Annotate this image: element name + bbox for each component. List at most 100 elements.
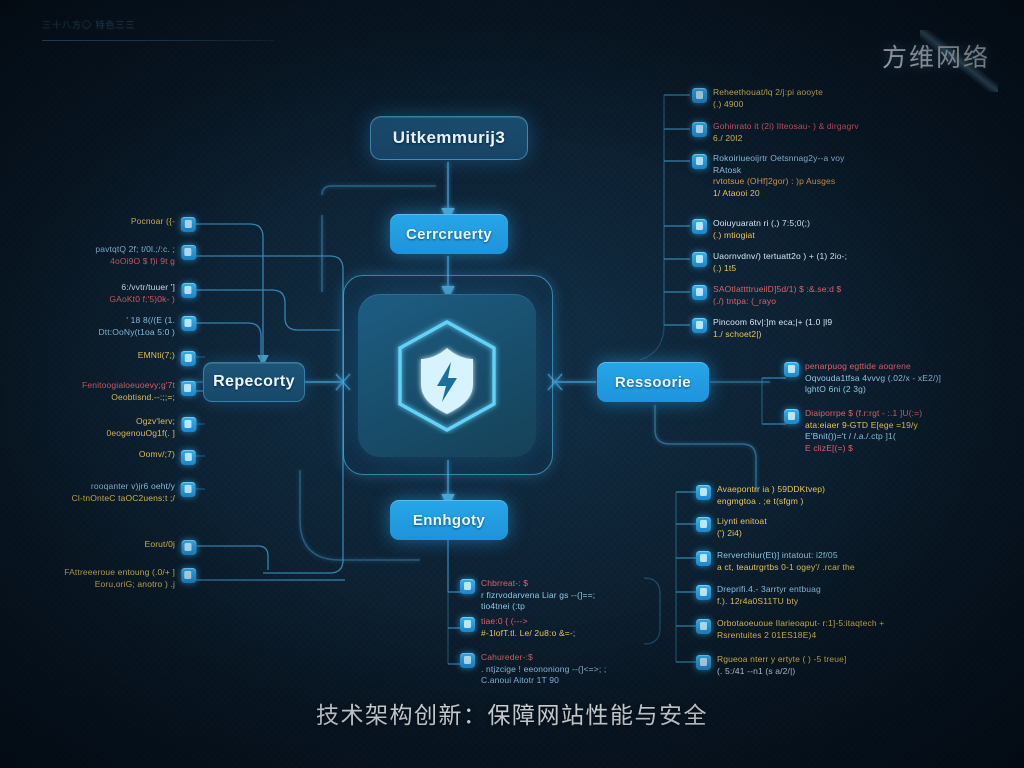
leaf-item[interactable]: Ooiuyuaratn ri (,) 7:5;0(;)(.) mtiogiat — [692, 218, 810, 241]
leaf-line: a ct, teautrgrtbs 0-1 ogey'/ .rcar the — [717, 561, 855, 572]
leaf-badge-icon — [181, 450, 196, 465]
leaf-item[interactable]: pavtqtQ 2f; t/0l.;/:c. ;4oOi9O $ f)i 9t … — [95, 244, 196, 267]
leaf-line: GAoKt0 f;'5)0k- ) — [109, 293, 175, 304]
leaf-text: ' 18 8(/(E (1.Dtt:OoNy(t1oa 5:0 ) — [98, 315, 175, 338]
leaf-badge-icon — [181, 351, 196, 366]
leaf-badge-icon — [181, 417, 196, 432]
leaf-text: Ogzv'lerv;0eogenouOg1f(. ] — [106, 416, 175, 439]
leaf-item[interactable]: Rgueoa nterr y ertyte ( ) -5 treue](. 5:… — [696, 654, 847, 677]
leaf-line: Ogzv'lerv; — [135, 416, 175, 426]
leaf-item[interactable]: Chbrreat-: $r fizrvodarvena Liar gs --(]… — [460, 578, 595, 613]
node-right[interactable]: Ressoorie — [597, 362, 709, 402]
leaf-text: Chbrreat-: $r fizrvodarvena Liar gs --(]… — [481, 578, 595, 613]
leaf-badge-icon — [181, 540, 196, 555]
leaf-line: Ooiuyuaratn ri (,) 7:5;0(;) — [713, 218, 811, 228]
leaf-line: Rokoiriueoijrtr Oetsnnag2y--a voy — [713, 153, 845, 163]
leaf-line: Cahureder-:$ — [481, 652, 533, 662]
node-bottom[interactable]: Ennhgoty — [390, 500, 508, 540]
leaf-badge-icon — [696, 551, 711, 566]
leaf-badge-icon — [696, 485, 711, 500]
leaf-item[interactable]: Orbotaoeuoue Ilarieoaput- r:1]-5:itaqtec… — [696, 618, 884, 641]
leaf-line: penarpuog egttide aoqrene — [805, 361, 911, 371]
shield-bolt-hexagon-icon — [398, 320, 496, 432]
leaf-line: rvtotsue (OHf]2gor) : )p Ausges — [713, 176, 836, 186]
leaf-line: Rerverchiur(Et)] intatout: i2f/05 — [717, 550, 838, 560]
leaf-badge-icon — [692, 318, 707, 333]
leaf-item[interactable]: Eorut/0j — [144, 539, 196, 555]
leaf-badge-icon — [692, 154, 707, 169]
leaf-badge-icon — [460, 617, 475, 632]
leaf-line: Cl-tnOnteC taOC2uens:t ;/ — [71, 492, 175, 503]
leaf-line: Oqvouda1tfsa 4vvvg (.02/x - xE2/)] — [805, 372, 941, 383]
leaf-badge-icon — [181, 217, 196, 232]
leaf-line: 1./ schoet2|) — [713, 328, 762, 339]
leaf-line: Oeobtisnd.--:;;=; — [111, 391, 175, 402]
leaf-text: Pocnoar ({- — [131, 216, 175, 228]
leaf-line: FAttreeeroue entoung (.0/+ ] — [64, 567, 175, 577]
leaf-item[interactable]: ' 18 8(/(E (1.Dtt:OoNy(t1oa 5:0 ) — [98, 315, 196, 338]
leaf-text: tiae:0 { (--->#-1lofT.tl. Le/ 2u8:o &=-; — [481, 616, 575, 639]
leaf-text: Orbotaoeuoue Ilarieoaput- r:1]-5:itaqtec… — [717, 618, 884, 641]
leaf-badge-icon — [784, 409, 799, 424]
leaf-text: Cahureder-:$. ntjzcige ! eeononiong --(]… — [481, 652, 606, 687]
leaf-item[interactable]: Uaornvdnv/) tertuatt2o ) + (1) 2io-;(.) … — [692, 251, 847, 274]
leaf-item[interactable]: Pocnoar ({- — [131, 216, 196, 232]
leaf-badge-icon — [181, 482, 196, 497]
leaf-line: ' 18 8(/(E (1. — [126, 315, 175, 325]
leaf-line: (.) 1t5 — [713, 262, 737, 273]
leaf-item[interactable]: 6:/vvtr/tuuer ']GAoKt0 f;'5)0k- ) — [109, 282, 196, 305]
node-left-label: Repecorty — [213, 373, 295, 390]
node-upper[interactable]: Cerrcruerty — [390, 214, 508, 254]
leaf-item[interactable]: Gohinrato it (2i) Ilteosau- ) & dirgagrv… — [692, 121, 859, 144]
leaf-badge-icon — [692, 285, 707, 300]
leaf-line: r fizrvodarvena Liar gs --(]==; — [481, 589, 596, 600]
leaf-item[interactable]: Diaiporrpe $ (f.r:rgt - :.1 ]U(:=)ata:ei… — [784, 408, 922, 454]
leaf-line: Oomv/;7) — [138, 449, 175, 459]
leaf-item[interactable]: Liynti enitoat(') 2i4) — [696, 516, 767, 539]
leaf-text: EMNti(7;) — [138, 350, 175, 362]
leaf-line: Avaepontrr ia ) 59DDKtvep) — [717, 484, 826, 494]
leaf-line: Uaornvdnv/) tertuatt2o ) + (1) 2io-; — [713, 251, 848, 261]
leaf-line: Chbrreat-: $ — [481, 578, 529, 588]
leaf-item[interactable]: SAOtlattttrueilD]5d/1) $ :&.se:d $(./) t… — [692, 284, 841, 307]
leaf-text: FAttreeeroue entoung (.0/+ ]Eoru,oriG; a… — [64, 567, 175, 590]
leaf-item[interactable]: EMNti(7;) — [138, 350, 196, 366]
leaf-line: 0eogenouOg1f(. ] — [106, 427, 175, 438]
node-left[interactable]: Repecorty — [203, 362, 305, 402]
leaf-item[interactable]: FAttreeeroue entoung (.0/+ ]Eoru,oriG; a… — [64, 567, 196, 590]
leaf-item[interactable]: Avaepontrr ia ) 59DDKtvep)engmgtoa . ;e … — [696, 484, 825, 507]
leaf-line: 6:/vvtr/tuuer '] — [121, 282, 175, 292]
leaf-line: Rgueoa nterr y ertyte ( ) -5 treue] — [717, 654, 847, 664]
leaf-item[interactable]: tiae:0 { (--->#-1lofT.tl. Le/ 2u8:o &=-; — [460, 616, 575, 639]
node-top[interactable]: Uitkemmurij3 — [370, 116, 528, 160]
leaf-item[interactable]: Ogzv'lerv;0eogenouOg1f(. ] — [106, 416, 196, 439]
leaf-text: Diaiporrpe $ (f.r:rgt - :.1 ]U(:=)ata:ei… — [805, 408, 922, 454]
page-caption: 技术架构创新：保障网站性能与安全 — [316, 702, 708, 728]
node-bottom-label: Ennhgoty — [412, 511, 486, 529]
leaf-line: EMNti(7;) — [137, 350, 175, 360]
leaf-line: 1/ Ataooi 20 — [713, 187, 760, 198]
leaf-item[interactable]: Oomv/;7) — [139, 449, 196, 465]
leaf-badge-icon — [181, 568, 196, 583]
leaf-line: f.). 12r4a0S11TU bty — [717, 595, 799, 606]
leaf-line: Diaiporrpe $ (f.r:rgt - :.1 ]U(:=) — [805, 408, 923, 418]
leaf-line: C.anoui Aitotr 1T 90 — [481, 675, 559, 685]
leaf-text: Rgueoa nterr y ertyte ( ) -5 treue](. 5:… — [717, 654, 847, 677]
leaf-badge-icon — [692, 122, 707, 137]
leaf-line: Eorut/0j — [144, 539, 175, 549]
leaf-item[interactable]: Reheethouat/lq 2/j:pi aooyte(.) 4900 — [692, 87, 823, 110]
leaf-item[interactable]: Cahureder-:$. ntjzcige ! eeononiong --(]… — [460, 652, 606, 687]
leaf-text: Gohinrato it (2i) Ilteosau- ) & dirgagrv… — [713, 121, 859, 144]
